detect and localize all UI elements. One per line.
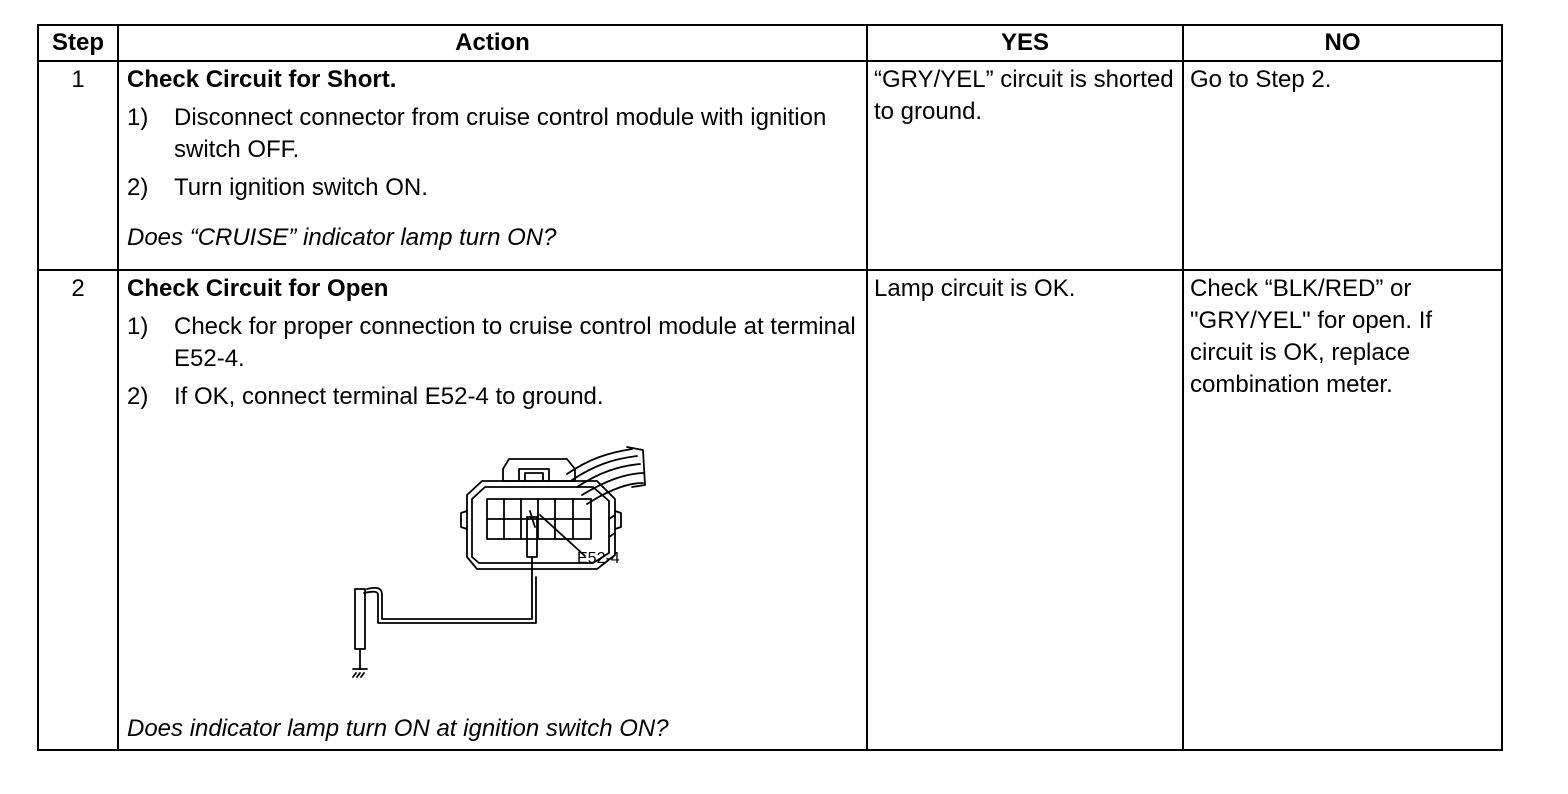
step-number: 2 — [37, 269, 119, 751]
step-title: Check Circuit for Short. — [127, 66, 397, 93]
item-number: 2) — [127, 174, 149, 201]
item-number: 1) — [127, 313, 149, 340]
header-action: Action — [117, 24, 868, 62]
step-question: Does “CRUISE” indicator lamp turn ON? — [127, 224, 557, 251]
table-row: 1 Check Circuit for Short. 1) Disconnect… — [37, 60, 1503, 271]
connector-figure: E52-4 — [127, 419, 858, 711]
yes-cell: “GRY/YEL” circuit is shorted to ground. — [866, 60, 1184, 271]
no-cell: Go to Step 2. — [1182, 60, 1503, 271]
no-cell: Check “BLK/RED” or "GRY/YEL" for open. I… — [1182, 269, 1503, 751]
list-item: 1) Disconnect connector from cruise cont… — [127, 102, 858, 166]
terminal-label: E52-4 — [577, 550, 620, 567]
item-text: If OK, connect terminal E52-4 to ground. — [174, 383, 604, 410]
list-item: 1) Check for proper connection to cruise… — [127, 311, 858, 375]
item-number: 1) — [127, 104, 149, 131]
item-text: Turn ignition switch ON. — [174, 174, 428, 201]
item-text: Disconnect connector from cruise control… — [174, 104, 827, 163]
header-yes: YES — [866, 24, 1184, 62]
item-text: Check for proper connection to cruise co… — [174, 313, 856, 372]
item-number: 2) — [127, 383, 149, 410]
header-row: Step Action YES NO — [37, 24, 1503, 62]
step-title: Check Circuit for Open — [127, 275, 389, 302]
header-no: NO — [1182, 24, 1503, 62]
step-number: 1 — [37, 60, 119, 271]
list-item: 2) Turn ignition switch ON. — [127, 172, 858, 204]
connector-ground-illustration — [352, 446, 646, 678]
yes-cell: Lamp circuit is OK. — [866, 269, 1184, 751]
list-item: 2) If OK, connect terminal E52-4 to grou… — [127, 381, 858, 413]
step-question: Does indicator lamp turn ON at ignition … — [127, 715, 669, 742]
action-cell: Check Circuit for Open 1) Check for prop… — [117, 269, 868, 751]
table-row: 2 Check Circuit for Open 1) Check for pr… — [37, 269, 1503, 751]
diagnosis-table: Step Action YES NO 1 Check Circuit for S… — [37, 24, 1503, 751]
header-step: Step — [37, 24, 119, 62]
action-cell: Check Circuit for Short. 1) Disconnect c… — [117, 60, 868, 271]
